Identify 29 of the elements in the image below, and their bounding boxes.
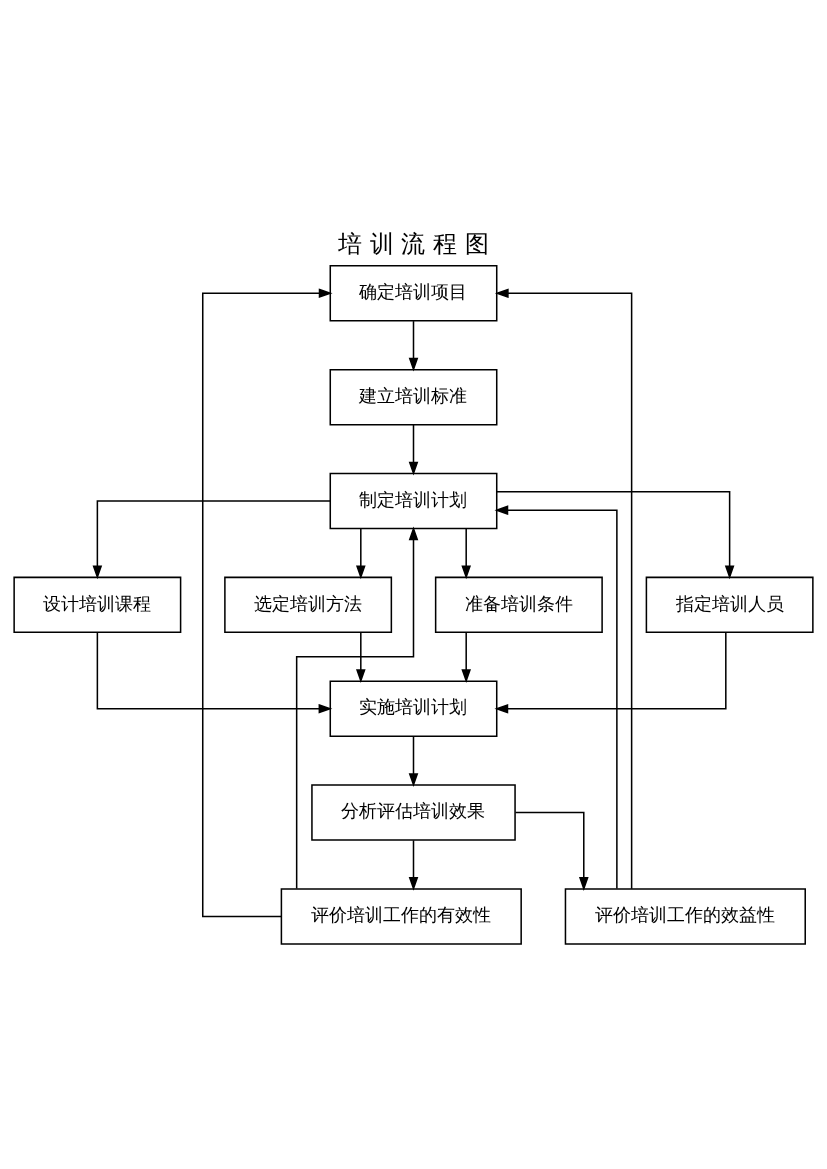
arrow xyxy=(514,811,589,891)
arrow xyxy=(295,526,419,889)
arrow xyxy=(408,423,419,475)
node-box: 指定培训人员 xyxy=(645,576,814,633)
node-box: 准备培训条件 xyxy=(434,576,603,633)
arrow xyxy=(408,735,419,787)
arrow xyxy=(202,288,333,917)
arrow xyxy=(356,527,366,579)
node-box: 设计培训课程 xyxy=(13,576,182,633)
node-box: 确定培训项目 xyxy=(329,264,498,322)
arrow xyxy=(356,631,366,683)
node-box: 建立培训标准 xyxy=(329,368,498,425)
arrow xyxy=(92,499,331,579)
arrow xyxy=(461,527,471,579)
node-box: 评价培训工作的有效性 xyxy=(280,887,522,945)
arrow xyxy=(494,631,727,713)
node-box: 实施培训计划 xyxy=(329,679,498,737)
node-box: 制定培训计划 xyxy=(329,472,498,529)
node-box: 分析评估培训效果 xyxy=(311,783,516,841)
node-box: 评价培训工作的效益性 xyxy=(564,887,806,945)
arrow xyxy=(461,631,471,683)
node-box: 选定培训方法 xyxy=(224,576,393,633)
arrow xyxy=(96,631,333,713)
arrow xyxy=(496,490,735,579)
arrow xyxy=(494,504,618,889)
arrow xyxy=(408,839,419,891)
diagram-title: 培 训 流 程 图 xyxy=(337,228,490,258)
arrow xyxy=(408,319,419,372)
arrow xyxy=(494,288,633,890)
